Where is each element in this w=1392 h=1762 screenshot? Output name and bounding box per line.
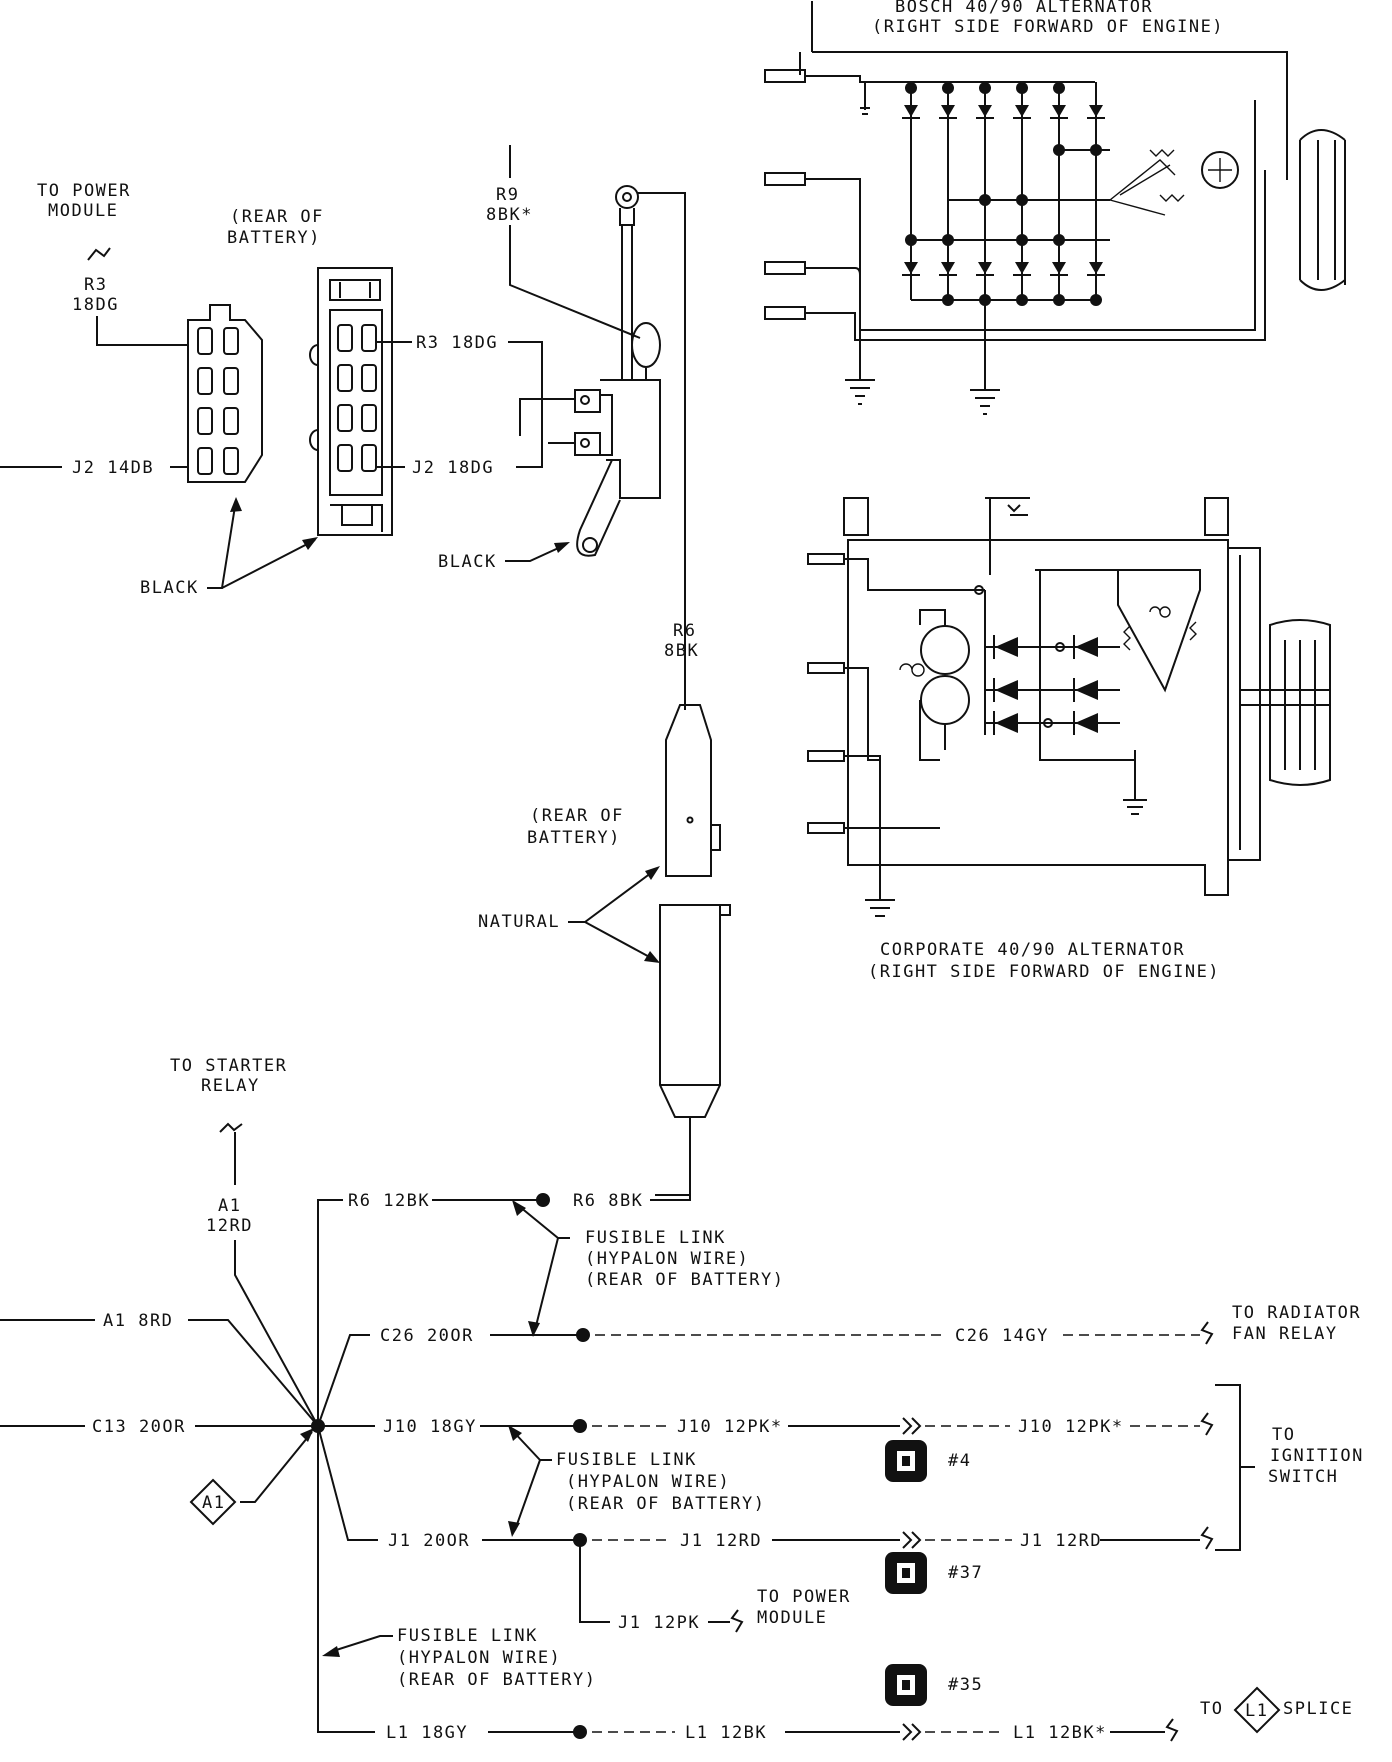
to-splice-to: TO (1200, 1699, 1223, 1719)
l1-tag-text: L1 (1245, 1701, 1268, 1721)
r9-wire-code: R9 (496, 185, 519, 205)
rear-of-battery-label-2: BATTERY) (227, 228, 321, 248)
natural-label: NATURAL (478, 912, 560, 932)
black-label-left: BLACK (140, 578, 199, 598)
connector-icon-35 (885, 1664, 927, 1706)
to-power-module-label-4: MODULE (757, 1608, 827, 1628)
a1-wire-code: A1 (218, 1196, 241, 1216)
r6-wire-code-top: R6 (673, 621, 696, 641)
a1-tag-text: A1 (202, 1493, 225, 1513)
connector-number-4: #4 (948, 1451, 971, 1471)
bosch-nodes (905, 82, 1102, 306)
to-ignition-label-1: TO (1272, 1425, 1295, 1445)
j10-18gy-label: J10 18GY (383, 1417, 477, 1437)
l1-tag: L1 (1233, 1686, 1281, 1734)
corporate-location: (RIGHT SIDE FORWARD OF ENGINE) (868, 962, 1220, 982)
r6-8bk-label: R6 8BK (573, 1191, 643, 1211)
connector-female (309, 267, 393, 536)
fusible-2-line-3: (REAR OF BATTERY) (566, 1494, 766, 1514)
r6-wire-size-top: 8BK (664, 641, 699, 661)
fusible-3-line-3: (REAR OF BATTERY) (397, 1670, 597, 1690)
bosch-alternator: BOSCH 40/90 ALTERNATOR (RIGHT SIDE FORWA… (764, 0, 1346, 415)
a1-tag: A1 (189, 1478, 237, 1526)
connector-male (187, 304, 263, 483)
j1-12rd-label-b: J1 12RD (1020, 1531, 1102, 1551)
black-label-post: BLACK (438, 552, 497, 572)
to-radiator-label-2: FAN RELAY (1232, 1324, 1338, 1344)
rear-of-battery-natural-1: (REAR OF (530, 806, 624, 826)
left-connector-group: TO POWER MODULE R3 18DG (REAR OF BATTERY… (0, 181, 543, 598)
connector-number-35: #35 (948, 1675, 983, 1695)
bosch-grounds (845, 350, 1000, 415)
to-power-module-label-2: MODULE (48, 201, 118, 221)
c26-14gy-label: C26 14GY (955, 1326, 1049, 1346)
a1-8rd-label: A1 8RD (103, 1311, 173, 1331)
fusible-3-line-1: FUSIBLE LINK (397, 1626, 538, 1646)
to-ignition-label-2: IGNITION (1270, 1446, 1364, 1466)
c26-20or-label: C26 20OR (380, 1326, 474, 1346)
corporate-alternator: CORPORATE 40/90 ALTERNATOR (RIGHT SIDE F… (807, 497, 1331, 982)
corporate-studs (807, 553, 845, 834)
r3-18dg-label: R3 18DG (416, 333, 498, 353)
fusible-2-line-1: FUSIBLE LINK (556, 1450, 697, 1470)
fusible-2-line-2: (HYPALON WIRE) (566, 1472, 730, 1492)
j10-12pk-label-a: J10 12PK* (677, 1417, 783, 1437)
l1-12bk-label: L1 12BK (685, 1723, 767, 1743)
battery-post-terminal: R9 8BK* BLACK (438, 145, 686, 710)
to-splice-splice: SPLICE (1283, 1699, 1353, 1719)
splice-section: TO STARTER RELAY A1 12RD R6 12BK R6 8BK … (0, 1056, 1364, 1743)
to-ignition-label-3: SWITCH (1268, 1467, 1338, 1487)
connector-icon-37 (885, 1552, 927, 1594)
j2-18dg-label: J2 18DG (412, 458, 494, 478)
r3-wire-size: 18DG (72, 295, 119, 315)
fusible-1-line-2: (HYPALON WIRE) (585, 1249, 749, 1269)
connector-icon-4 (885, 1440, 927, 1482)
j1-12rd-label-a: J1 12RD (680, 1531, 762, 1551)
j2-14db-label: J2 14DB (72, 458, 154, 478)
rear-of-battery-label-1: (REAR OF (230, 207, 324, 227)
connector-number-37: #37 (948, 1563, 983, 1583)
l1-12bk-star-label: L1 12BK* (1013, 1723, 1107, 1743)
bosch-location: (RIGHT SIDE FORWARD OF ENGINE) (872, 17, 1224, 37)
l1-18gy-label: L1 18GY (386, 1723, 468, 1743)
bosch-title: BOSCH 40/90 ALTERNATOR (895, 0, 1153, 17)
corporate-title: CORPORATE 40/90 ALTERNATOR (880, 940, 1185, 960)
rear-of-battery-natural-2: BATTERY) (527, 828, 621, 848)
r3-wire-code: R3 (84, 275, 107, 295)
r6-12bk-label: R6 12BK (348, 1191, 430, 1211)
fusible-3-line-2: (HYPALON WIRE) (397, 1648, 561, 1668)
j10-12pk-label-b: J10 12PK* (1018, 1417, 1124, 1437)
fusible-1-line-3: (REAR OF BATTERY) (585, 1270, 785, 1290)
j1-20or-label: J1 20OR (388, 1531, 470, 1551)
bosch-diodes-top (902, 105, 1105, 119)
to-starter-label-1: TO STARTER (170, 1056, 287, 1076)
natural-connector: R6 8BK (REAR OF BATTERY) NATURAL (478, 621, 731, 1196)
a1-wire-size: 12RD (206, 1216, 253, 1236)
to-power-module-label-3: TO POWER (757, 1587, 851, 1607)
to-starter-label-2: RELAY (201, 1076, 260, 1096)
bosch-diodes-bottom (902, 262, 1105, 276)
bosch-studs (764, 69, 806, 320)
fusible-1-line-1: FUSIBLE LINK (585, 1228, 726, 1248)
j1-12pk-label: J1 12PK (618, 1613, 700, 1633)
to-power-module-label-1: TO POWER (37, 181, 131, 201)
c13-20or-label: C13 20OR (92, 1417, 186, 1437)
r9-wire-size: 8BK* (486, 205, 533, 225)
to-radiator-label-1: TO RADIATOR (1232, 1303, 1361, 1323)
